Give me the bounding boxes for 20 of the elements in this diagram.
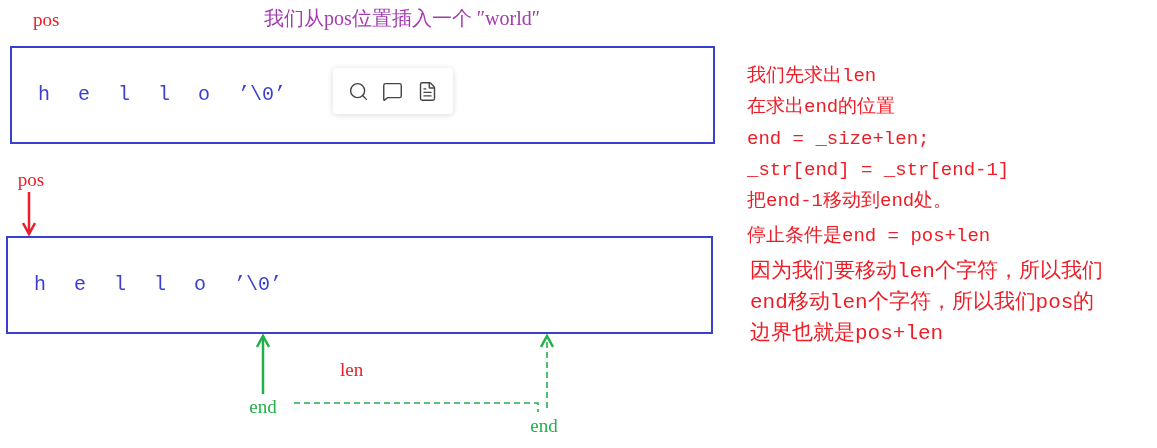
annotation-text: len: [340, 358, 364, 382]
annotation-text: 在求出end的位置: [747, 95, 896, 120]
pointer-label: end: [242, 395, 284, 419]
string-box: [10, 46, 715, 144]
pointer-label: pos: [10, 168, 52, 192]
annotation-text: pos: [33, 8, 60, 32]
annotation-text: 我们先求出len: [747, 64, 877, 89]
annotation-text: 把end-1移动到end处。: [747, 189, 953, 214]
string-text: h e l l o ’\0’: [34, 272, 283, 298]
arrow: [21, 192, 37, 236]
string-box: [6, 236, 713, 334]
arrow: [539, 334, 555, 409]
annotation-text: end = _size+len;: [747, 127, 930, 152]
annotation-text: 停止条件是end = pos+len: [747, 224, 991, 249]
arrow: [255, 334, 271, 394]
string-text: h e l l o ’\0’: [38, 82, 287, 108]
annotation-text: 因为我们要移动len个字符，所以我们end移动len个字符，所以我们pos的边界也就是pos+len: [750, 258, 1104, 347]
annotation-text: _str[end] = _str[end-1]: [747, 158, 1010, 183]
pointer-label: end: [523, 414, 565, 438]
annotation-text: 我们从pos位置插入一个 ″world″: [264, 6, 541, 32]
